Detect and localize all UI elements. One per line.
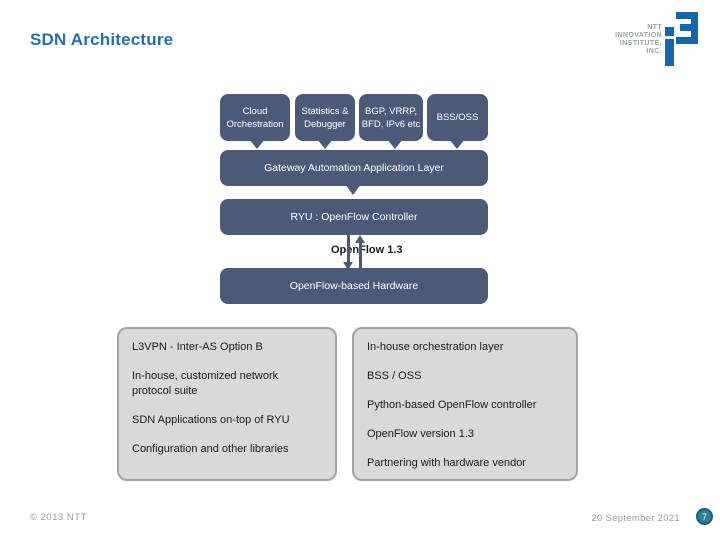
right-summary-panel: In-house orchestration layer BSS / OSS P… bbox=[352, 327, 578, 481]
callout-statistics-debugger: Statistics & Debugger bbox=[295, 94, 355, 141]
list-item: In-house orchestration layer bbox=[367, 341, 504, 353]
list-item: L3VPN - Inter-AS Option B bbox=[132, 341, 263, 353]
list-item: BSS / OSS bbox=[367, 370, 422, 382]
list-item: Configuration and other libraries bbox=[132, 443, 289, 455]
up-arrow-icon bbox=[359, 242, 362, 270]
layer-controller: RYU : OpenFlow Controller bbox=[220, 199, 488, 235]
list-item: In-house, customized network protocol su… bbox=[132, 370, 279, 397]
callout-routing-protocols: BGP, VRRP, BFD, IPv6 etc bbox=[359, 94, 423, 141]
list-item: SDN Applications on-top of RYU bbox=[132, 414, 290, 426]
left-summary-panel: L3VPN - Inter-AS Option B In-house, cust… bbox=[117, 327, 337, 481]
ntt-i3-logo: NTT INNOVATION INSTITUTE, INC. bbox=[598, 10, 710, 72]
logo-org-text: NTT INNOVATION INSTITUTE, INC. bbox=[598, 24, 662, 56]
callout-cloud-orchestration: Cloud Orchestration bbox=[220, 94, 290, 141]
i3-logo-icon bbox=[664, 11, 706, 69]
layer-tail bbox=[345, 184, 361, 195]
callout-tail bbox=[449, 139, 465, 149]
page-title: SDN Architecture bbox=[30, 30, 174, 49]
page-number-badge: 7 bbox=[696, 508, 713, 525]
down-arrow-icon bbox=[343, 262, 353, 270]
list-item: Python-based OpenFlow controller bbox=[367, 399, 537, 411]
logo-org-line: INNOVATION bbox=[615, 32, 662, 39]
logo-org-line: INC. bbox=[646, 48, 662, 55]
layer-hardware: OpenFlow-based Hardware bbox=[220, 268, 488, 304]
down-arrow-icon bbox=[347, 235, 350, 263]
up-arrow-icon bbox=[355, 235, 365, 243]
date-text: 20 September 2021 bbox=[591, 513, 680, 524]
callout-bss-oss: BSS/OSS bbox=[427, 94, 488, 141]
callout-tail bbox=[317, 139, 333, 149]
copyright-text: © 2013 NTT bbox=[30, 512, 87, 523]
layer-application: Gateway Automation Application Layer bbox=[220, 150, 488, 186]
list-item: Partnering with hardware vendor bbox=[367, 457, 526, 469]
callout-tail bbox=[387, 139, 403, 149]
list-item: OpenFlow version 1.3 bbox=[367, 428, 474, 440]
logo-org-line: NTT bbox=[647, 24, 662, 31]
callout-tail bbox=[249, 139, 265, 149]
openflow-version-label: OpenFlow 1.3 bbox=[331, 244, 403, 256]
logo-org-line: INSTITUTE, bbox=[619, 40, 662, 47]
